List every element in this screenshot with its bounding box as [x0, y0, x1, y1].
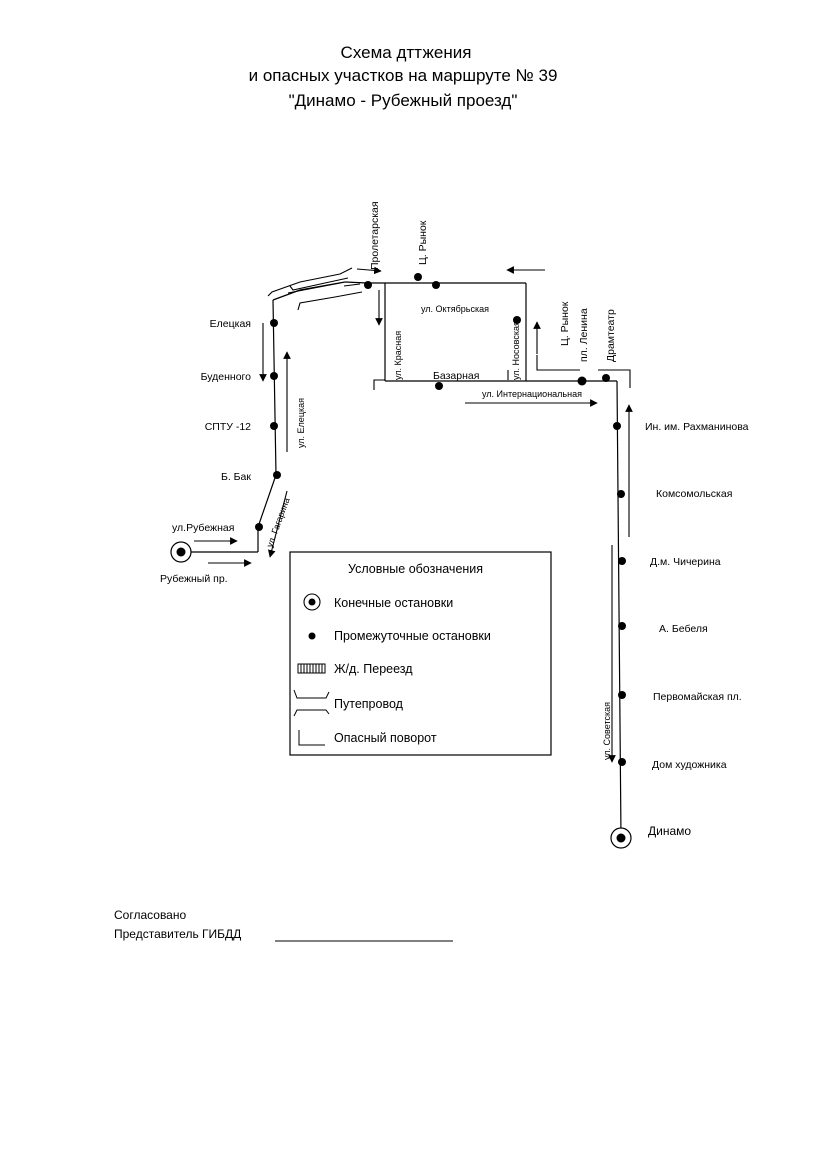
stop-label-ts-rynok-top: Ц. Рынок [417, 220, 429, 265]
stop-label-sptu: СПТУ -12 [205, 421, 251, 433]
stop-dot-eletskaya [270, 319, 278, 327]
legend-stop-icon [308, 632, 316, 640]
stop-dot-bazarnaya [435, 382, 443, 390]
stop-dot-chicherina [618, 557, 626, 565]
intermediate-stops [255, 273, 626, 766]
legend-label-intermediate: Промежуточные остановки [334, 629, 491, 643]
legend-label-railway-crossing: Ж/д. Переезд [334, 662, 413, 676]
terminal-label-dinamo: Динамо [648, 824, 691, 838]
stop-label-dom-khudozhnika: Дом художника [652, 759, 727, 771]
stop-dot-ts-rynok-top-1 [414, 273, 422, 281]
stop-dot-komsomolskaya [617, 490, 625, 498]
stop-dot-rubezhnaya [255, 523, 263, 531]
stop-dot-budennogo [270, 372, 278, 380]
stop-label-b-bak: Б. Бак [221, 471, 251, 483]
street-label-gagarina: ул. Гагарина [264, 496, 291, 548]
street-label-eletskaya: ул. Елецкая [296, 398, 306, 448]
overpass-marks [267, 267, 363, 311]
legend-dangerous-turn-icon [298, 730, 325, 746]
street-label-krasnaya: ул. Красная [393, 331, 403, 380]
direction-arrows [194, 266, 633, 763]
legend-label-terminal: Конечные остановки [334, 596, 453, 610]
legend-label-overpass: Путепровод [334, 697, 404, 711]
stop-dot-nosovskaya [513, 316, 521, 324]
stop-dot-pervomaiskaya [618, 691, 626, 699]
stop-dot-pl-lenina [577, 376, 587, 386]
stop-label-ts-rynok-right: Ц. Рынок [559, 301, 571, 346]
stop-label-eletskaya: Елецкая [210, 318, 251, 330]
legend-terminal-icon [303, 593, 321, 611]
stop-label-bazarnaya: Базарная [433, 370, 479, 382]
stop-label-pl-lenina: пл. Ленина [578, 308, 590, 362]
street-label-oktyabrskaya: ул. Октябрьская [421, 304, 489, 314]
stop-label-budennogo: Буденного [201, 371, 252, 383]
stop-label-bebelya: А. Бебеля [659, 623, 708, 635]
signature-representative: Представитель ГИБДД [114, 927, 241, 941]
street-label-sovetskaya: ул. Советская [602, 702, 612, 760]
title-line-3: "Динамо - Рубежный проезд" [289, 91, 518, 110]
legend-label-dangerous-turn: Опасный поворот [334, 731, 437, 745]
stop-label-komsomolskaya: Комсомольская [656, 488, 732, 500]
stop-dot-rakhmaninova [613, 422, 621, 430]
legend-overpass-icon [293, 689, 330, 717]
stop-label-chicherina: Д.м. Чичерина [650, 556, 721, 568]
street-label-nosovskaya: ул. Носовская [511, 321, 521, 380]
stop-dot-b-bak [273, 471, 281, 479]
signature-agreed: Согласовано [114, 908, 186, 922]
stop-dot-dom-khudozhnika [618, 758, 626, 766]
stop-dot-proletarskaya [364, 281, 372, 289]
title-line-1: Схема дттжения [341, 43, 472, 62]
terminal-label-rubezhny: Рубежный пр. [160, 573, 228, 585]
dangerous-turn-marks [373, 355, 631, 390]
street-label-rubezhnaya: ул.Рубежная [172, 522, 234, 534]
stop-dot-bebelya [618, 622, 626, 630]
stop-label-proletarskaya: Пролетарская [369, 201, 381, 270]
title-line-2: и опасных участков на маршруте № 39 [249, 66, 558, 85]
stop-dot-ts-rynok-top-2 [432, 281, 440, 289]
stop-dot-dramteatr [602, 374, 610, 382]
stop-label-rakhmaninova: Ин. им. Рахманинова [645, 421, 749, 433]
street-label-internatsionalnaya: ул. Интернациональная [482, 389, 582, 399]
terminal-stop-dinamo [610, 827, 632, 849]
stop-dot-sptu [270, 422, 278, 430]
legend-heading: Условные обозначения [348, 562, 483, 576]
legend: Условные обозначения Конечные остановки … [289, 551, 552, 756]
stop-label-dramteatr: Драмтеатр [605, 309, 617, 362]
terminal-stop-rubezhny [170, 541, 192, 563]
legend-railway-crossing-icon [297, 663, 326, 674]
stop-label-pervomaiskaya: Первомайская пл. [653, 691, 742, 703]
